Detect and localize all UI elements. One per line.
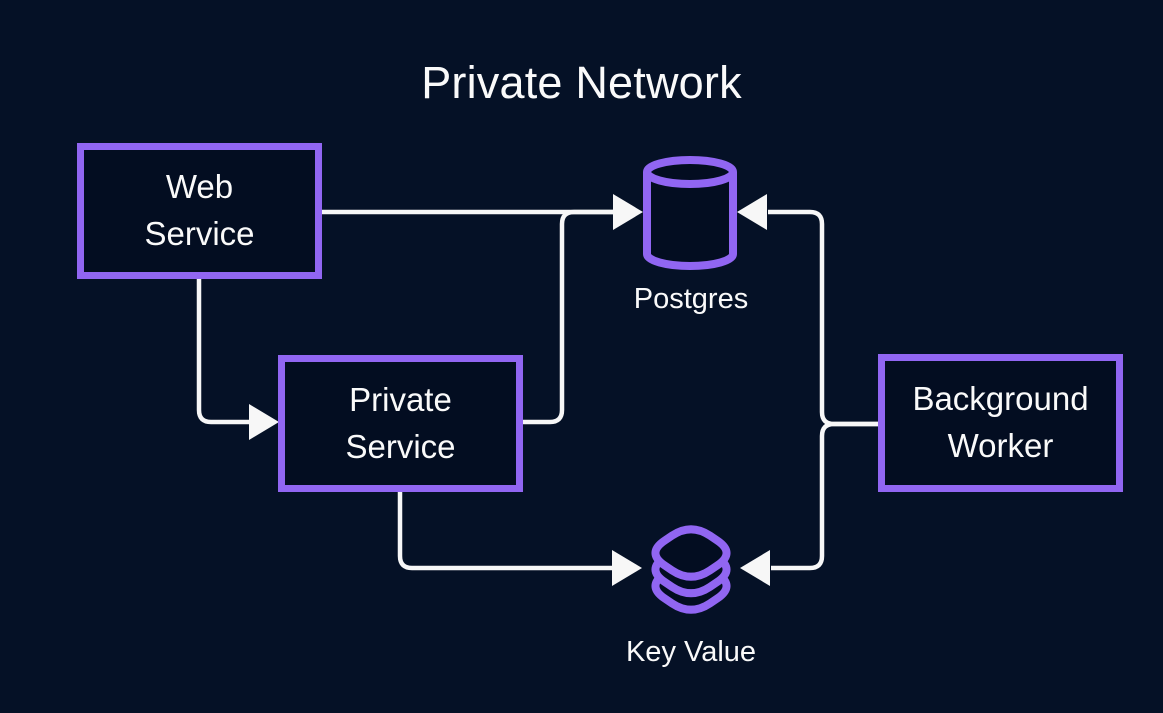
node-web-service: Web Service [77, 143, 322, 279]
arrowhead-into-postgres-left [613, 194, 643, 230]
arrowhead-into-key-value-left [612, 550, 642, 586]
edge-background-worker-to-postgres [768, 209, 878, 427]
node-private-service: Private Service [278, 355, 523, 492]
edge-private-service-to-key-value [397, 492, 615, 571]
node-background-worker: Background Worker [878, 354, 1123, 492]
key-value-icon [651, 525, 731, 614]
edge-private-service-to-postgres [523, 209, 616, 425]
node-private-service-label: Private Service [345, 380, 456, 465]
arrowhead-into-private-service-left [249, 404, 279, 440]
node-web-service-label: Web Service [144, 168, 255, 252]
node-background-worker-label: Background Worker [912, 380, 1089, 464]
edge-web-service-to-private-service [196, 279, 252, 425]
postgres-icon [643, 156, 737, 270]
diagram-title: Private Network [421, 57, 742, 108]
edge-background-worker-to-key-value [771, 421, 878, 571]
key-value-label: Key Value [625, 636, 757, 668]
arrowhead-into-key-value-right [740, 550, 770, 586]
arrowheads [249, 194, 770, 586]
arrowhead-into-postgres-right [737, 194, 767, 230]
edges [196, 209, 878, 571]
postgres-label: Postgres [633, 283, 749, 315]
